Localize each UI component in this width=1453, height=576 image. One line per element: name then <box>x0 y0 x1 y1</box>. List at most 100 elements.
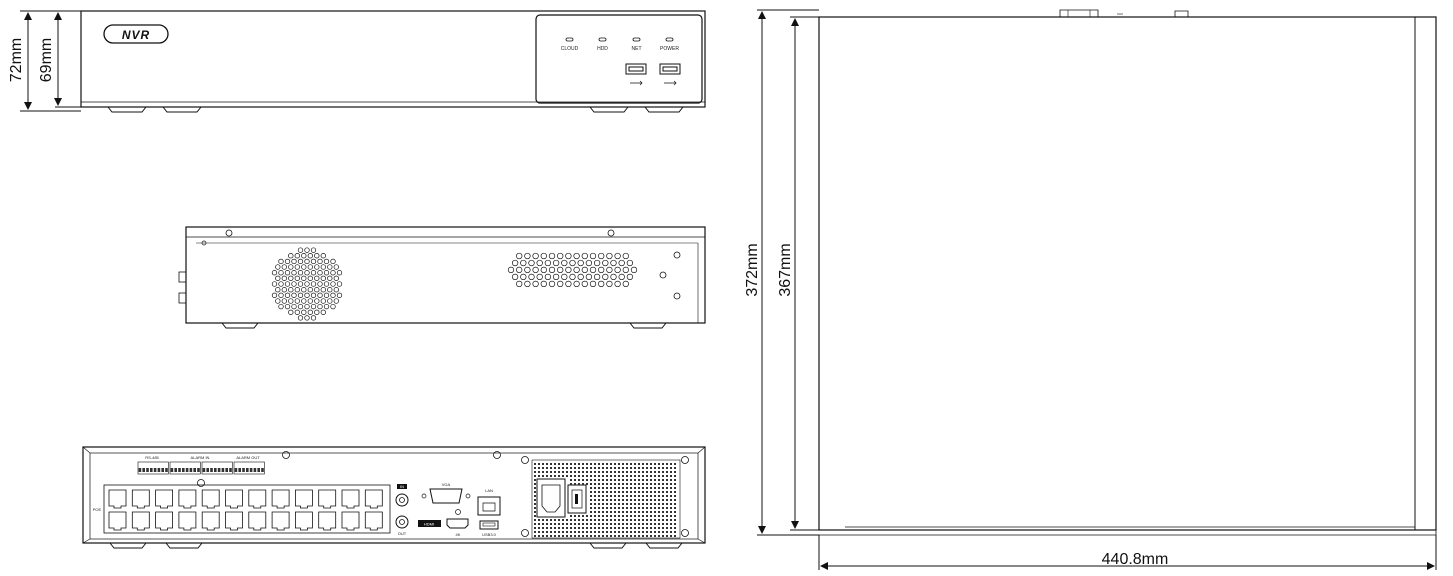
vent-hole <box>573 252 580 260</box>
vent-dot <box>590 499 592 501</box>
vent-hole <box>593 273 601 281</box>
vent-dot <box>614 535 616 537</box>
vent-dot <box>554 519 556 521</box>
vent-dot <box>574 463 576 465</box>
vent-dot <box>546 527 548 529</box>
vent-hole <box>544 259 552 267</box>
terminal-pin <box>242 468 245 472</box>
vent-dot <box>626 483 628 485</box>
vent-dot <box>570 479 572 481</box>
vent-dot <box>622 531 624 533</box>
vent-dot <box>598 527 600 529</box>
vent-hole <box>288 298 294 304</box>
vent-dot <box>586 515 588 517</box>
poe-port <box>178 511 197 531</box>
vent-dot <box>674 535 676 537</box>
vent-dot <box>650 495 652 497</box>
vent-dot <box>658 523 660 525</box>
vent-dot <box>586 523 588 525</box>
vent-dot <box>638 527 640 529</box>
poe-port <box>131 511 150 531</box>
bnc-in-connector <box>395 493 409 507</box>
vent-dot <box>558 475 560 477</box>
vent-dot <box>662 507 664 509</box>
vent-dot <box>674 479 676 481</box>
vent-dot <box>606 519 608 521</box>
vent-dot <box>634 511 636 513</box>
vent-dot <box>614 519 616 521</box>
vent-hole <box>581 252 588 260</box>
vent-hole <box>284 292 291 298</box>
poe-port <box>318 489 337 509</box>
poe-port <box>201 511 220 531</box>
vent-dot <box>618 467 620 469</box>
vent-dot <box>662 531 664 533</box>
vent-hole <box>557 266 564 274</box>
vent-hole <box>297 281 304 287</box>
lan-label: LAN <box>485 488 493 493</box>
vent-dot <box>554 535 556 537</box>
vent-dot <box>658 463 660 465</box>
poe-port <box>108 489 127 509</box>
vent-dot <box>674 511 676 513</box>
vent-hole <box>307 298 313 304</box>
vent-dot <box>610 523 612 525</box>
vent-dot <box>642 535 644 537</box>
vent-dot <box>558 535 560 537</box>
vent-dot <box>638 463 640 465</box>
vent-dot <box>642 495 644 497</box>
vent-dot <box>618 491 620 493</box>
vent-hole <box>307 287 313 293</box>
vent-dot <box>618 475 620 477</box>
vent-dot <box>538 463 540 465</box>
vent-dot <box>594 523 596 525</box>
vent-hole <box>278 292 284 298</box>
vent-hole <box>317 303 323 310</box>
vent-dot <box>570 527 572 529</box>
vent-dot <box>594 531 596 533</box>
vent-hole <box>532 280 539 288</box>
vent-dot <box>654 507 656 509</box>
vent-dot <box>562 535 564 537</box>
vent-dot <box>602 483 604 485</box>
vent-dot <box>630 471 632 473</box>
vent-dot <box>578 467 580 469</box>
vent-dot <box>634 499 636 501</box>
vent-dot <box>666 483 668 485</box>
indicator-labels: CLOUD HDD NET POWER <box>561 46 680 52</box>
vent-dot <box>622 535 624 537</box>
poe-port <box>225 511 243 531</box>
vent-hole <box>614 280 621 288</box>
vent-hole <box>304 247 310 253</box>
vent-hole <box>573 266 580 274</box>
vent-dot <box>670 475 672 477</box>
vent-dot <box>654 479 656 481</box>
vent-dot <box>602 487 604 489</box>
vent-dot <box>554 531 556 533</box>
poe-port <box>155 489 173 509</box>
vent-dot <box>670 507 672 509</box>
vent-dot <box>594 495 596 497</box>
hdmi-port <box>446 518 469 529</box>
vent-hole <box>297 247 304 253</box>
vent-dot <box>582 523 584 525</box>
vent-dot <box>550 475 552 477</box>
vent-dot <box>598 471 600 473</box>
vent-dot <box>674 515 676 517</box>
terminal-pin <box>189 468 193 472</box>
vent-dot <box>622 499 624 501</box>
vent-dot <box>606 503 608 505</box>
dim-height-outer: 72mm <box>8 38 25 82</box>
vent-dot <box>646 495 648 497</box>
vent-hole <box>536 273 543 281</box>
vent-dot <box>562 531 564 533</box>
vent-dot <box>590 527 592 529</box>
vent-dot <box>578 479 580 481</box>
terminal-block <box>201 461 233 475</box>
vent-dot <box>638 535 640 537</box>
vent-hole <box>524 252 531 260</box>
vent-dot <box>670 495 672 497</box>
vent-dot <box>566 463 568 465</box>
vent-dot <box>674 519 676 521</box>
vent-dot <box>594 479 596 481</box>
